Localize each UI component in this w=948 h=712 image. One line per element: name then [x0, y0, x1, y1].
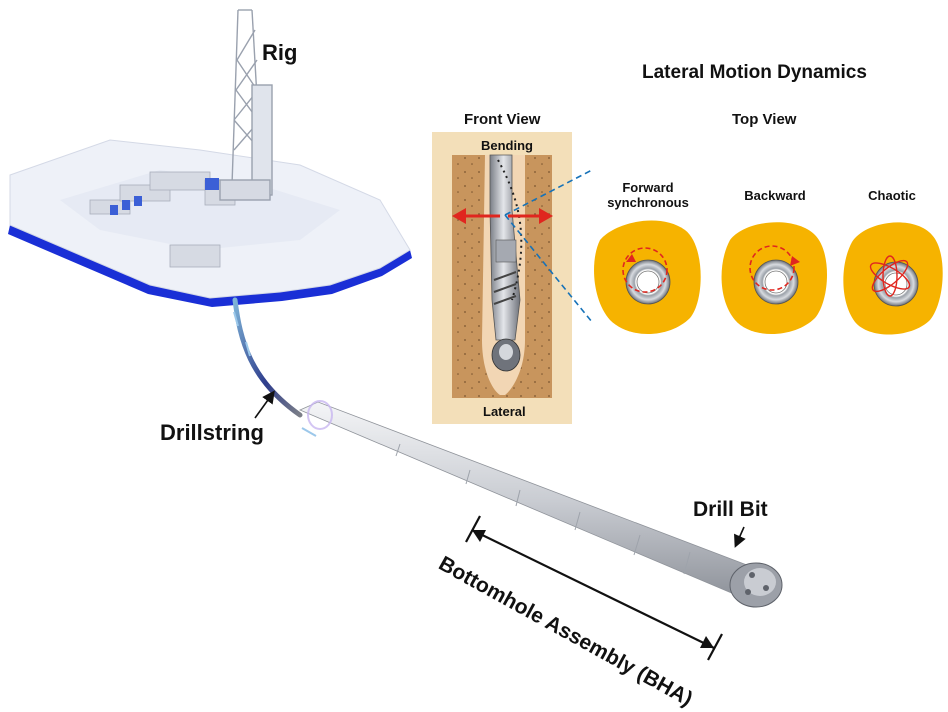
mode-forward-line1: Forward	[622, 180, 674, 195]
top-view-heading: Top View	[732, 111, 797, 128]
drillstring-label: Drillstring	[160, 420, 264, 445]
top-view-forward	[594, 220, 701, 335]
bha-dimension	[465, 515, 723, 661]
front-view-panel	[432, 132, 593, 424]
mode-backward-line1: Backward	[744, 188, 806, 203]
platform-edge	[8, 225, 412, 307]
bha-assembly	[298, 400, 783, 608]
drill-bit-head	[729, 562, 783, 608]
bent-bha	[489, 154, 521, 372]
mode-chaotic-label: Chaotic	[852, 188, 932, 203]
deflection-curve	[497, 159, 523, 301]
rig-label: Rig	[262, 40, 298, 65]
mode-chaotic-line1: Chaotic	[868, 188, 916, 203]
front-view-lateral: Lateral	[483, 404, 526, 419]
mode-forward-label: Forward synchronous	[596, 180, 700, 210]
lateral-arrows	[452, 208, 553, 224]
mode-backward-label: Backward	[730, 188, 820, 203]
stabilizer-ring	[307, 400, 333, 430]
front-view-bending: Bending	[481, 138, 533, 153]
front-view-heading: Front View	[464, 111, 541, 128]
projection-lines	[504, 169, 593, 323]
drillstring-pointer	[254, 390, 275, 419]
derrick	[219, 9, 273, 201]
top-view-chaotic	[843, 222, 943, 335]
rig-platform	[8, 9, 412, 307]
drill-bit-pointer	[734, 526, 746, 548]
drilling-diagram	[8, 9, 943, 661]
diagram-title: Lateral Motion Dynamics	[642, 62, 867, 83]
blue-tanks	[110, 178, 219, 215]
drillstring-pipe	[232, 297, 303, 418]
drill-bit-label: Drill Bit	[693, 498, 768, 521]
mode-forward-line2: synchronous	[607, 195, 689, 210]
top-view-backward	[721, 222, 828, 335]
